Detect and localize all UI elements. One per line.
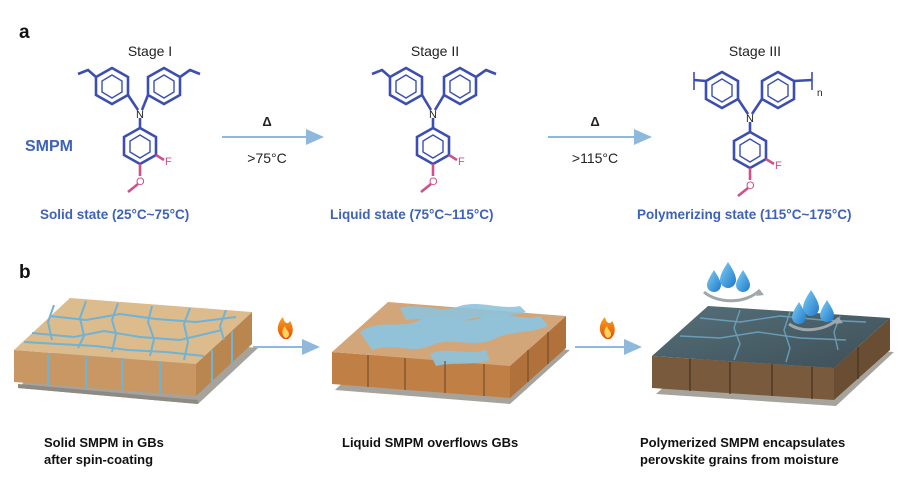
stage-2-state: Liquid state (75°C~115°C) (330, 207, 494, 222)
panel-b-letter: b (19, 262, 31, 283)
f-label-2: F (458, 156, 465, 168)
caption-1-line-2: after spin-coating (44, 452, 154, 467)
caption-1: Solid SMPM in GBs after spin-coating (44, 434, 164, 468)
caption-2: Liquid SMPM overflows GBs (342, 434, 518, 451)
flame-icon (599, 317, 615, 339)
stage-1-state: Solid state (25°C~75°C) (40, 207, 190, 222)
repeat-n-label: n (817, 88, 823, 99)
n-label-2: N (429, 109, 437, 121)
o-label-2: O (429, 176, 438, 188)
stage-3-state: Polymerizing state (115°C~175°C) (637, 207, 852, 222)
caption-3-line-1: Polymerized SMPM encapsulates (640, 435, 846, 450)
arrow-1-delta: Δ (262, 114, 272, 129)
stage-1-title: Stage I (127, 43, 173, 59)
o-label-1: O (136, 176, 145, 188)
o-label-3: O (746, 180, 755, 192)
flame-icon (277, 317, 293, 339)
arrow-1-condition: >75°C (247, 150, 287, 166)
arrow-2-delta: Δ (590, 114, 600, 129)
water-droplets-icon (788, 290, 843, 332)
smpm-label: SMPM (25, 138, 73, 155)
n-label-3: N (746, 113, 754, 125)
arrow-2-condition: >115°C (571, 150, 619, 166)
caption-2-line-1: Liquid SMPM overflows GBs (342, 435, 519, 450)
perovskite-film-polymerized (652, 306, 894, 406)
perovskite-film-solid (14, 298, 258, 404)
caption-3: Polymerized SMPM encapsulates perovskite… (640, 434, 845, 468)
caption-3-line-2: perovskite grains from moisture (640, 452, 839, 467)
f-label-1: F (165, 156, 172, 168)
stage-2-title: Stage II (410, 43, 460, 59)
stage-3-title: Stage III (728, 43, 782, 59)
water-droplets-icon (703, 262, 764, 303)
molecule-stage-1 (77, 66, 201, 194)
panel-a-letter: a (19, 22, 30, 43)
molecule-stage-2 (371, 66, 497, 194)
molecule-stage-3 (693, 70, 813, 198)
caption-1-line-1: Solid SMPM in GBs (44, 435, 164, 450)
f-label-3: F (775, 160, 782, 172)
perovskite-film-liquid (332, 302, 570, 404)
n-label-1: N (136, 109, 144, 121)
atom-labels: N F O N F O N F O n (136, 88, 823, 192)
